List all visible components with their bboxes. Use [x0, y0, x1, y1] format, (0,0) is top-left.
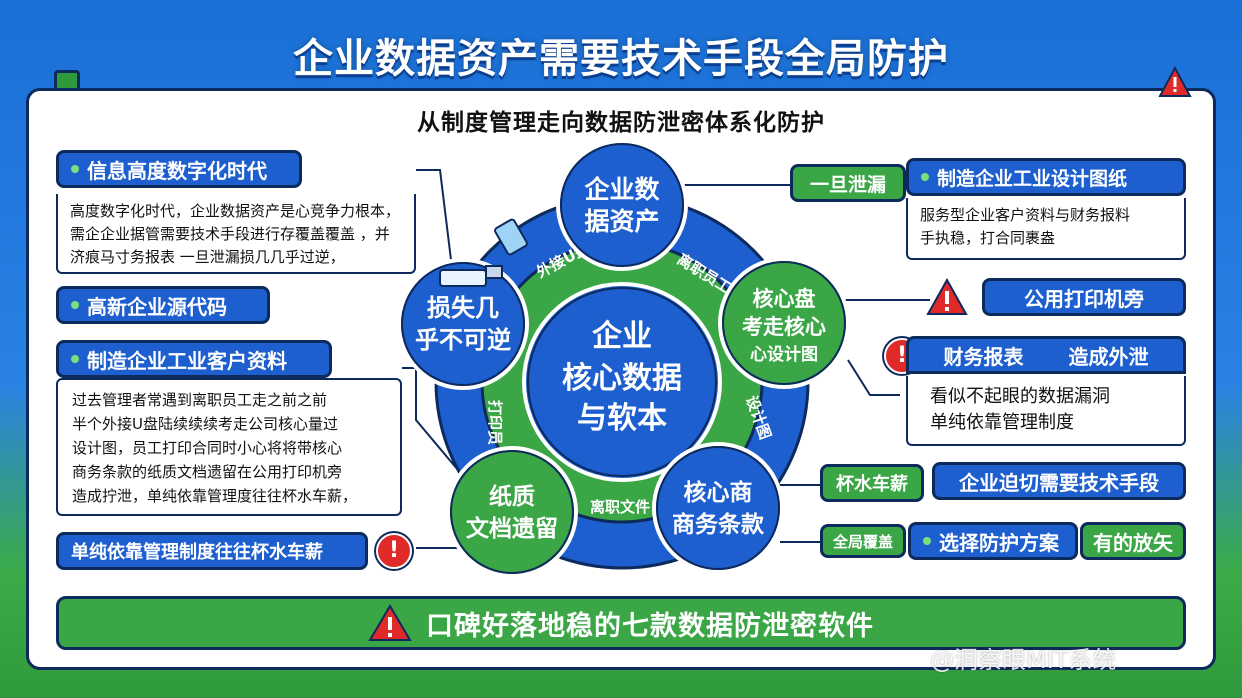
- center-line-2: 核心数据: [562, 361, 682, 396]
- label-source-code: 高新企业源代码: [56, 286, 270, 324]
- label-urgent-need: 企业迫切需要技术手段: [932, 462, 1186, 500]
- label-targeted: 有的放矢: [1080, 522, 1186, 560]
- usb-icon: [494, 218, 528, 256]
- label-once-leaked: 一旦泄漏: [790, 164, 906, 202]
- text-loophole: 看似不起眼的数据漏洞 单纯依靠管理制度: [906, 376, 1186, 446]
- svg-text:考走核心: 考走核心: [742, 315, 826, 339]
- usb-drive-icon: [439, 265, 503, 287]
- center-line-3: 与软本: [577, 401, 667, 436]
- label-full-coverage: 全局覆盖: [820, 524, 906, 558]
- svg-text:核心商: 核心商: [684, 479, 753, 506]
- warning-icon: [926, 278, 968, 315]
- bullet-dot: [923, 537, 931, 545]
- subtitle: 从制度管理走向数据防泄密体系化防护: [417, 110, 825, 136]
- label-policy-futile: 单纯依靠管理制度往往杯水车薪: [56, 532, 368, 570]
- text-client-data: 过去管理者常遇到离职员工走之前之前 半个外接U盘陆续续续考走公司核心量过 设计图…: [56, 378, 402, 516]
- svg-text:乎不可逆: 乎不可逆: [415, 326, 511, 354]
- text-digital-era: 高度数字化时代，企业数据资产是心竞争力根本， 需企企业据管需要技术手段进行存覆盖…: [56, 194, 416, 274]
- svg-text:心设计图: 心设计图: [750, 344, 818, 365]
- svg-text:文档遗留: 文档遗留: [466, 515, 558, 542]
- svg-text:核心盘: 核心盘: [753, 287, 816, 311]
- node-irreversible-loss: [397, 258, 529, 390]
- label-digital-era: 信息高度数字化时代: [56, 150, 302, 188]
- bullet-dot: [921, 173, 929, 181]
- svg-text:商务条款: 商务条款: [672, 511, 765, 538]
- svg-text:纸质: 纸质: [489, 483, 535, 510]
- ring-label-printer: 打印员: [486, 400, 504, 445]
- bullet-dot: [71, 355, 79, 363]
- warning-icon: [368, 604, 412, 641]
- label-finance-leak: 财务报表 造成外泄: [906, 336, 1186, 374]
- watermark: @洞察眼MIT系统: [930, 646, 1117, 674]
- bottom-banner: 口碑好落地稳的七款数据防泄密软件: [56, 596, 1186, 650]
- center-line-1: 企业: [592, 319, 652, 354]
- node-business-terms: [652, 442, 784, 574]
- svg-text:企业数: 企业数: [584, 175, 660, 204]
- ring-label-resign-file: 离职文件: [590, 498, 650, 516]
- svg-text:据资产: 据资产: [584, 207, 659, 236]
- bullet-dot: [71, 301, 79, 309]
- label-choose-solution: 选择防护方案: [908, 522, 1078, 560]
- node-core-design: [718, 257, 850, 389]
- bottom-banner-text: 口碑好落地稳的七款数据防泄密软件: [426, 610, 874, 642]
- center-circle: [522, 282, 722, 482]
- bullet-dot: [71, 165, 79, 173]
- label-client-data: 制造企业工业客户资料: [56, 340, 332, 378]
- text-design-drawings: 服务型企业客户资料与财务报料 手执稳，打合同裹盎: [906, 198, 1186, 260]
- svg-text:损失几: 损失几: [427, 294, 499, 322]
- label-public-printer: 公用打印机旁: [982, 278, 1186, 316]
- label-design-drawings: 制造企业工业设计图纸: [906, 158, 1186, 196]
- main-title: 企业数据资产需要技术手段全局防护: [293, 36, 949, 82]
- node-data-asset: [556, 139, 688, 271]
- warning-icon: [1158, 66, 1192, 97]
- alert-icon: !: [376, 533, 412, 569]
- node-paper-docs: [446, 446, 578, 578]
- label-futile: 杯水车薪: [820, 464, 924, 502]
